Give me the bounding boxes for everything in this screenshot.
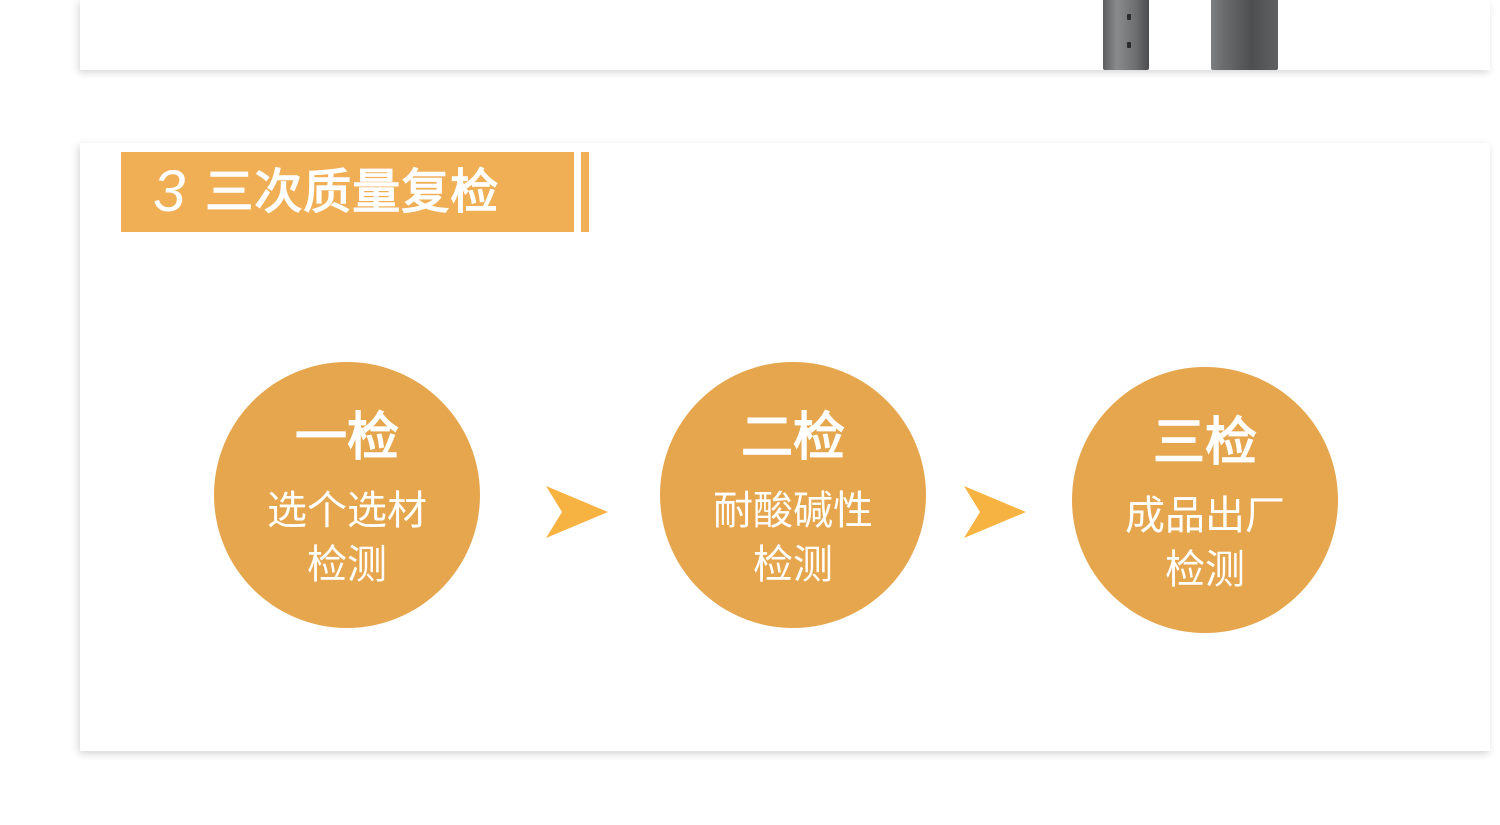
step-description: 耐酸碱性 检测 xyxy=(713,488,873,588)
step-title: 二检 xyxy=(740,408,845,468)
previous-section-card xyxy=(80,0,1490,70)
arrow-right-icon xyxy=(964,486,1026,538)
step-circle-first-check: 一检 选个选材 检测 xyxy=(214,362,480,628)
product-photo-leg-left xyxy=(1103,0,1149,70)
arrow-right-icon xyxy=(546,486,608,538)
section-number: 3 xyxy=(153,159,186,224)
step-description: 选个选材 检测 xyxy=(267,488,427,588)
quality-check-section: 3 三次质量复检 一检 选个选材 检测 二检 耐酸碱性 检测 三检 成品出厂 检… xyxy=(80,143,1490,751)
section-title-banner: 3 三次质量复检 xyxy=(121,152,574,232)
step-title: 一检 xyxy=(294,408,399,468)
step-title: 三检 xyxy=(1152,413,1257,473)
section-title: 三次质量复检 xyxy=(205,164,500,220)
product-photo-leg-right xyxy=(1211,0,1278,70)
title-accent-bar xyxy=(581,152,589,232)
step-circle-third-check: 三检 成品出厂 检测 xyxy=(1072,367,1338,633)
leg-slot xyxy=(1127,42,1131,48)
step-circle-second-check: 二检 耐酸碱性 检测 xyxy=(660,362,926,628)
step-description: 成品出厂 检测 xyxy=(1125,493,1285,593)
leg-slot xyxy=(1127,14,1131,20)
